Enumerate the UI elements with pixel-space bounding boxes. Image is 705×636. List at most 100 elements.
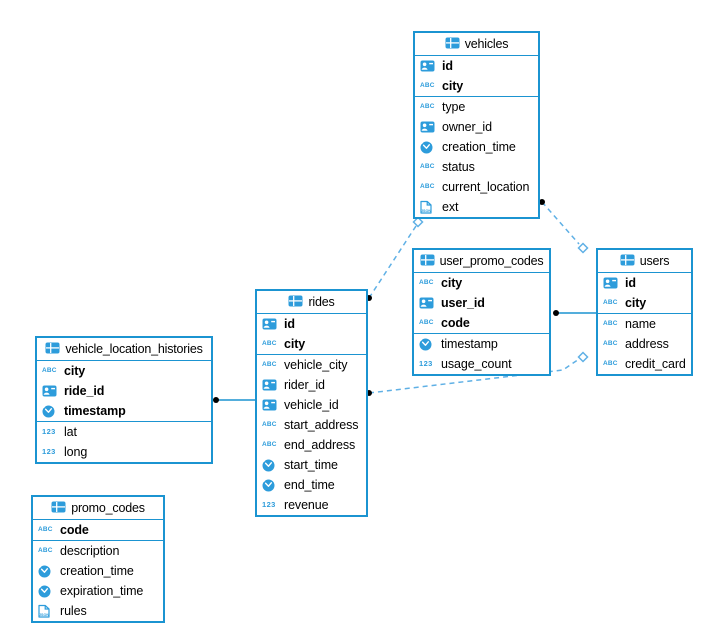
string-type-icon: ABC [603,298,618,306]
json-type-icon: JSON [420,200,438,214]
column-city[interactable]: ABC city [37,361,211,381]
column-name: timestamp [64,404,126,418]
column-id[interactable]: id [598,273,691,293]
column-name: city [64,364,86,378]
table-header[interactable]: rides [257,291,366,314]
column-city[interactable]: ABC city [257,334,366,354]
table-header[interactable]: vehicle_location_histories [37,338,211,361]
relation-rides-to-users[interactable] [368,358,580,394]
table-title: vehicles [464,37,509,51]
column-name: id [284,317,295,331]
table-icon [288,295,303,310]
table-icon [620,254,635,269]
column-id[interactable]: id [415,56,538,76]
column-name: type [442,100,466,114]
timestamp-type-icon [420,141,438,154]
column-timestamp[interactable]: timestamp [414,334,549,354]
column-end_time[interactable]: end_time [257,475,366,495]
column-timestamp[interactable]: timestamp [37,401,211,421]
table-header[interactable]: user_promo_codes [414,250,549,273]
column-code[interactable]: ABC code [414,313,549,333]
timestamp-type-icon [38,565,56,578]
number-type-icon: 123 [262,500,276,510]
string-type-icon: ABC [419,318,434,326]
table-icon [51,501,66,516]
relation-vehicles-to-users[interactable] [541,201,580,245]
column-creation_time[interactable]: creation_time [33,561,163,581]
string-type-icon: ABC [262,440,277,448]
number-type-icon: 123 [42,447,56,457]
column-owner_id[interactable]: owner_id [415,117,538,137]
column-user_id[interactable]: user_id [414,293,549,313]
column-rider_id[interactable]: rider_id [257,375,366,395]
string-type-icon: ABC [420,182,435,190]
column-name: city [442,79,464,93]
column-code[interactable]: ABC code [33,520,163,540]
relation-dot-marker [539,199,545,205]
column-name: city [284,337,306,351]
column-city[interactable]: ABC city [415,76,538,96]
table-header[interactable]: users [598,250,691,273]
table-title: promo_codes [71,501,145,515]
relation-diamond-marker [577,351,589,363]
string-type-icon: ABC [420,81,435,89]
string-type-icon: ABC [38,525,53,533]
string-type-icon: ABC [42,366,57,374]
column-creation_time[interactable]: creation_time [415,137,538,157]
column-name: expiration_time [60,584,144,598]
column-long[interactable]: 123 long [37,442,211,462]
column-name: long [64,445,88,459]
column-name: creation_time [60,564,134,578]
string-type-icon: ABC [262,339,277,347]
id-type-icon [262,318,280,330]
column-id[interactable]: id [257,314,366,334]
column-ride_id[interactable]: ride_id [37,381,211,401]
string-type-icon: ABC [603,359,618,367]
column-name: code [60,523,89,537]
string-type-icon: ABC [420,162,435,170]
column-vehicle_id[interactable]: vehicle_id [257,395,366,415]
table-header[interactable]: vehicles [415,33,538,56]
number-type-icon: 123 [419,359,433,369]
json-type-icon: JSON [38,604,56,618]
column-name: rules [60,604,87,618]
id-type-icon [420,121,438,133]
column-start_time[interactable]: start_time [257,455,366,475]
table-header[interactable]: promo_codes [33,497,163,520]
timestamp-type-icon [42,405,60,418]
column-name: code [441,316,470,330]
column-rules[interactable]: JSON rules [33,601,163,621]
table-title: rides [308,295,335,309]
column-expiration_time[interactable]: expiration_time [33,581,163,601]
